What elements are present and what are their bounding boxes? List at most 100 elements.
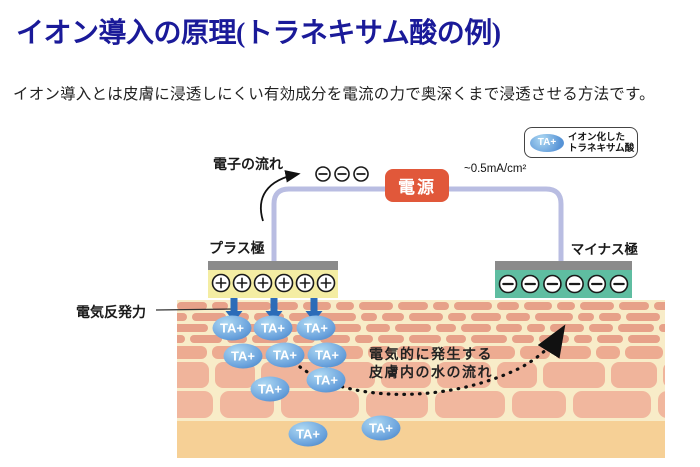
skin-brick <box>654 302 665 310</box>
ta-ion-bubble-shape <box>223 343 263 369</box>
skin-brick <box>327 324 361 332</box>
ta-ion-bubble: TA+ <box>253 315 293 341</box>
ta-ion-bubble-shape <box>361 415 401 441</box>
skin-brick <box>233 302 271 310</box>
skin-brick <box>512 391 566 418</box>
minus-electrode-label: マイナス極 <box>570 242 638 257</box>
skin-brick <box>382 313 404 321</box>
skin-brick <box>555 346 591 359</box>
skin-brick <box>580 302 614 310</box>
skin-brick <box>381 362 431 388</box>
skin-brick <box>496 324 522 332</box>
minus-electrode-body <box>495 270 632 298</box>
skin-brick <box>659 324 665 332</box>
skin-brick <box>409 335 441 343</box>
ta-ion-bubble-label: TA+ <box>315 348 339 363</box>
skin-brick <box>471 335 507 343</box>
ta-ion-bubble: TA+ <box>265 342 305 368</box>
ta-ion-bubble: TA+ <box>223 343 263 369</box>
legend-text: イオン化した トラネキサム酸 <box>568 131 635 154</box>
ta-ion-icon: TA+ <box>530 133 564 152</box>
skin-brick <box>281 391 359 418</box>
ta-ion-bubble: TA+ <box>306 367 346 393</box>
skin-brick <box>177 324 208 332</box>
ta-ion-bubble-label: TA+ <box>231 349 255 364</box>
ta-ion-bubble-label: TA+ <box>369 421 393 436</box>
skin-brick <box>436 324 456 332</box>
skin-brick <box>506 313 530 321</box>
plus-electrode <box>208 261 338 298</box>
skin-brick <box>177 362 209 388</box>
skin-brick <box>446 335 466 343</box>
ta-ion-bubble-shape <box>288 421 328 447</box>
skin-brick <box>336 302 354 310</box>
ta-ion-bubble: TA+ <box>296 315 336 341</box>
ta-ion-bubble-label: TA+ <box>296 427 320 442</box>
skin-brick <box>618 324 654 332</box>
ta-ion-bubble-label: TA+ <box>258 382 282 397</box>
skin-brick <box>573 391 651 418</box>
repulsion-arrow <box>225 294 243 322</box>
wire-electron-symbols <box>315 166 369 182</box>
repulsion-arrow <box>305 294 323 322</box>
ta-ion-bubble-label: TA+ <box>314 373 338 388</box>
skin-brick <box>461 324 491 332</box>
skin-brick <box>366 391 428 418</box>
skin-brick <box>435 391 505 418</box>
electron-flow-label: 電子の流れ <box>213 156 283 172</box>
ta-ion-bubble: TA+ <box>361 415 401 441</box>
skin-brick <box>177 346 207 359</box>
skin-brick <box>527 324 545 332</box>
skin-brick <box>524 302 552 310</box>
ta-ion-bubble-label: TA+ <box>304 321 328 336</box>
plus-electrode-label: プラス極 <box>209 240 265 256</box>
skin-brick <box>276 302 298 310</box>
skin-brick <box>596 346 620 359</box>
skin-brick <box>177 391 213 418</box>
ta-ion-bubble-shape <box>296 315 336 341</box>
skin-brick <box>192 313 226 321</box>
skin-brick <box>177 313 187 321</box>
skin-brick <box>215 362 255 388</box>
skin-brick <box>497 302 519 310</box>
skin-brick <box>433 302 449 310</box>
minus-electrode-bar <box>495 261 632 270</box>
skin-brick <box>397 346 435 359</box>
skin-brick <box>626 313 660 321</box>
repulsion-pointer-line <box>155 308 235 311</box>
ta-ion-bubble-label: TA+ <box>273 348 297 363</box>
skin-brick <box>440 346 466 359</box>
subtitle: イオン導入とは皮膚に浸透しにくい有効成分を電流の力で奥深くまで浸透させる方法です… <box>13 86 655 103</box>
ta-ion-bubble-shape <box>250 376 290 402</box>
ta-ion-bubble-shape <box>265 342 305 368</box>
ta-ion-bubble-shape <box>307 342 347 368</box>
skin-brick <box>543 362 605 388</box>
skin-brick <box>497 362 537 388</box>
power-source-box: 電源 <box>385 169 449 202</box>
skin-brick <box>628 335 660 343</box>
page-title: イオン導入の原理(トラネキサム酸の例) <box>16 18 501 49</box>
ta-ion-bubble-shape <box>253 315 293 341</box>
skin-brick <box>454 302 492 310</box>
ta-ion-bubble-shape <box>306 367 346 393</box>
skin-brick <box>619 302 649 310</box>
skin-brick <box>177 302 207 310</box>
skin-brick <box>589 324 613 332</box>
skin-brick <box>395 324 431 332</box>
ion-bubbles: TA+TA+TA+TA+TA+TA+TA+TA+TA+TA+ <box>212 315 401 447</box>
ta-ion-bubble-shape <box>212 315 252 341</box>
skin-brick <box>599 313 621 321</box>
skin-brick <box>359 302 393 310</box>
repulsion-arrows <box>225 294 323 322</box>
skin-cross-section <box>177 300 665 458</box>
skin-brick <box>471 313 501 321</box>
skin-brick <box>611 362 657 388</box>
power-source-label: 電源 <box>398 178 436 197</box>
skin-brick <box>578 313 594 321</box>
ta-ion-bubble: TA+ <box>307 342 347 368</box>
skin-brick <box>471 346 515 359</box>
skin-brick <box>368 346 392 359</box>
water-flow-arrow <box>292 324 566 396</box>
